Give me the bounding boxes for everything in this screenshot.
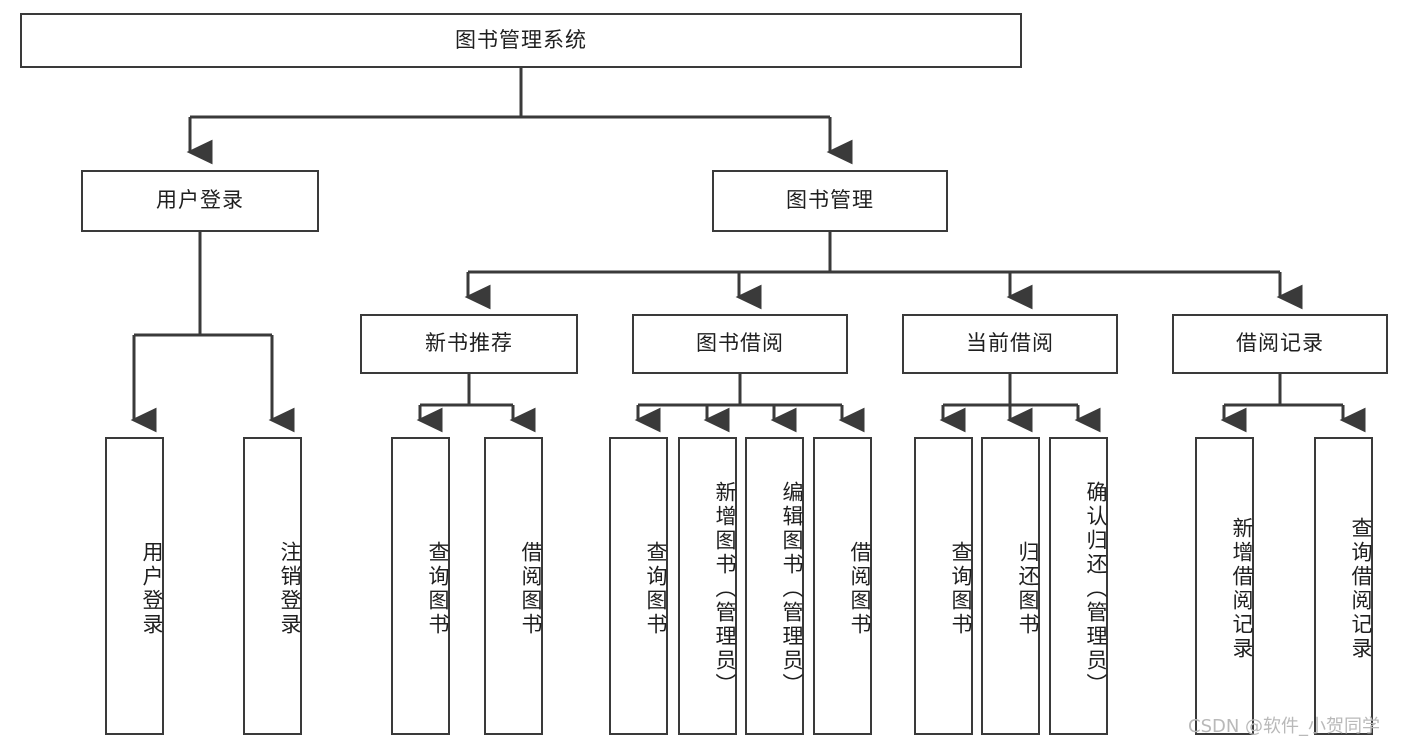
leaf-query-book-borrow[interactable]: 查询图书 xyxy=(609,437,668,735)
leaf-add-book-admin[interactable]: 新增图书（管理员） xyxy=(678,437,737,735)
leaf-edit-book-admin[interactable]: 编辑图书（管理员） xyxy=(745,437,804,735)
node-root[interactable]: 图书管理系统 xyxy=(20,13,1022,68)
leaf-borrow-book[interactable]: 借阅图书 xyxy=(813,437,872,735)
node-new-book-recommend[interactable]: 新书推荐 xyxy=(360,314,578,374)
node-label: 新增图书（管理员） xyxy=(713,481,736,697)
leaf-user-login[interactable]: 用户登录 xyxy=(105,437,164,735)
node-label: 查询图书 xyxy=(644,541,667,637)
node-label: 编辑图书（管理员） xyxy=(780,481,803,697)
leaf-query-borrow-record[interactable]: 查询借阅记录 xyxy=(1314,437,1373,735)
node-label: 当前借阅 xyxy=(966,332,1054,356)
csdn-watermark: CSDN @软件_小贺同学 xyxy=(1188,716,1381,737)
node-label: 查询图书 xyxy=(949,541,972,637)
leaf-borrow-book-new[interactable]: 借阅图书 xyxy=(484,437,543,735)
node-label: 新增借阅记录 xyxy=(1230,517,1253,661)
node-label: 新书推荐 xyxy=(425,332,513,356)
node-label: 查询图书 xyxy=(426,541,449,637)
node-label: 借阅图书 xyxy=(848,541,871,637)
node-label: 图书管理系统 xyxy=(455,28,587,52)
node-label: 查询借阅记录 xyxy=(1349,517,1372,661)
leaf-logout[interactable]: 注销登录 xyxy=(243,437,302,735)
node-label: 借阅记录 xyxy=(1236,332,1324,356)
node-label: 确认归还（管理员） xyxy=(1084,481,1107,697)
leaf-query-book-new[interactable]: 查询图书 xyxy=(391,437,450,735)
node-label: 借阅图书 xyxy=(519,541,542,637)
leaf-return-book[interactable]: 归还图书 xyxy=(981,437,1040,735)
node-current-borrow[interactable]: 当前借阅 xyxy=(902,314,1118,374)
node-label: 用户登录 xyxy=(140,541,163,637)
leaf-query-book-current[interactable]: 查询图书 xyxy=(914,437,973,735)
node-book-borrow[interactable]: 图书借阅 xyxy=(632,314,848,374)
node-label: 注销登录 xyxy=(278,541,301,637)
leaf-add-borrow-record[interactable]: 新增借阅记录 xyxy=(1195,437,1254,735)
node-user-login[interactable]: 用户登录 xyxy=(81,170,319,232)
node-label: 图书管理 xyxy=(786,189,874,213)
node-borrow-records[interactable]: 借阅记录 xyxy=(1172,314,1388,374)
node-label: 图书借阅 xyxy=(696,332,784,356)
leaf-confirm-return-admin[interactable]: 确认归还（管理员） xyxy=(1049,437,1108,735)
node-label: 归还图书 xyxy=(1016,541,1039,637)
node-book-management[interactable]: 图书管理 xyxy=(712,170,948,232)
node-label: 用户登录 xyxy=(156,189,244,213)
